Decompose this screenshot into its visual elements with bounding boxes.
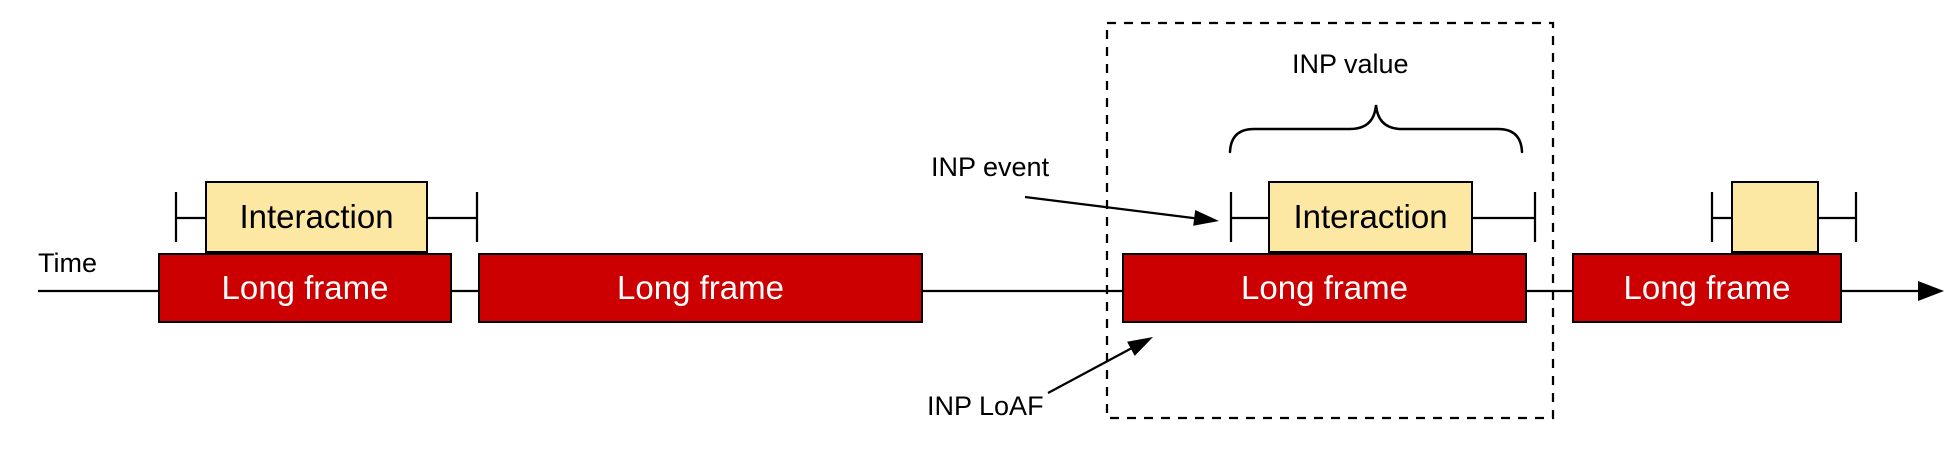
inp-loaf-arrow bbox=[1047, 337, 1153, 394]
inp-value-brace bbox=[1228, 104, 1524, 154]
long-frame-4-label: Long frame bbox=[1623, 269, 1791, 306]
interaction-1-label: Interaction bbox=[239, 198, 394, 235]
time-axis-label: Time bbox=[38, 248, 97, 278]
inp-event-label: INP event bbox=[931, 152, 1050, 182]
long-frame-3-label: Long frame bbox=[1241, 269, 1408, 306]
inp-loaf-label: INP LoAF bbox=[927, 391, 1044, 421]
inp-loaf-arrow-line bbox=[1047, 347, 1132, 394]
long-frame-2: Long frame bbox=[478, 253, 923, 323]
inp-event-arrowhead-icon bbox=[1193, 210, 1219, 226]
inp-loaf-boundary-box bbox=[1105, 21, 1555, 420]
inp-value-label: INP value bbox=[1292, 49, 1409, 79]
long-frame-1: Long frame bbox=[158, 253, 452, 323]
inp-event-arrow bbox=[1024, 195, 1219, 226]
interaction-2-range-markers bbox=[1229, 192, 1537, 242]
interaction-2-label: Interaction bbox=[1293, 198, 1448, 235]
timeline-arrowhead-icon bbox=[1918, 281, 1944, 301]
inp-loaf-arrowhead-icon bbox=[1127, 337, 1153, 356]
long-frame-2-label: Long frame bbox=[617, 269, 784, 306]
interaction-2: Interaction bbox=[1268, 181, 1473, 253]
long-frame-4: Long frame bbox=[1572, 253, 1842, 323]
interaction-3 bbox=[1731, 181, 1819, 253]
inp-event-arrow-line bbox=[1024, 195, 1198, 220]
interaction-1: Interaction bbox=[205, 181, 428, 253]
interaction-3-range-markers bbox=[1710, 192, 1858, 242]
long-frame-3: Long frame bbox=[1122, 253, 1527, 323]
interaction-1-range-markers bbox=[174, 192, 479, 242]
long-frame-1-label: Long frame bbox=[221, 269, 389, 306]
